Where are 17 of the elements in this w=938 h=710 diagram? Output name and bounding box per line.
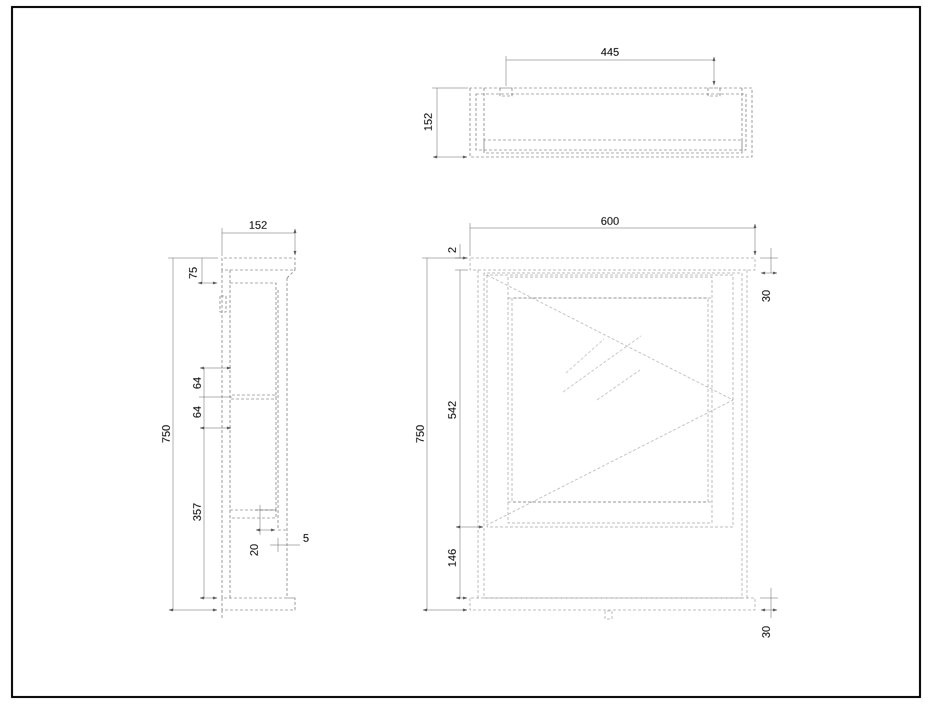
dimension-text: 64 <box>193 377 201 389</box>
dimension-text: 152 <box>424 113 432 130</box>
dimension-text: 5 <box>303 534 309 542</box>
dimension-text: 750 <box>416 425 424 443</box>
dimension-text: 445 <box>601 48 619 56</box>
dimension-text: 2 <box>448 248 456 252</box>
dimension-text: 600 <box>601 217 619 225</box>
dimension-text: 30 <box>762 290 770 302</box>
dimension-text: 542 <box>448 401 456 419</box>
dimension-text: 30 <box>762 626 770 638</box>
dimension-text: 152 <box>250 221 267 229</box>
dimension-text: 146 <box>448 549 456 566</box>
dimension-text: 64 <box>193 406 201 418</box>
dimension-text: 357 <box>193 503 201 521</box>
dimension-text: 750 <box>162 425 170 443</box>
dimension-text: 20 <box>250 544 258 556</box>
dimension-text: 75 <box>189 267 197 279</box>
